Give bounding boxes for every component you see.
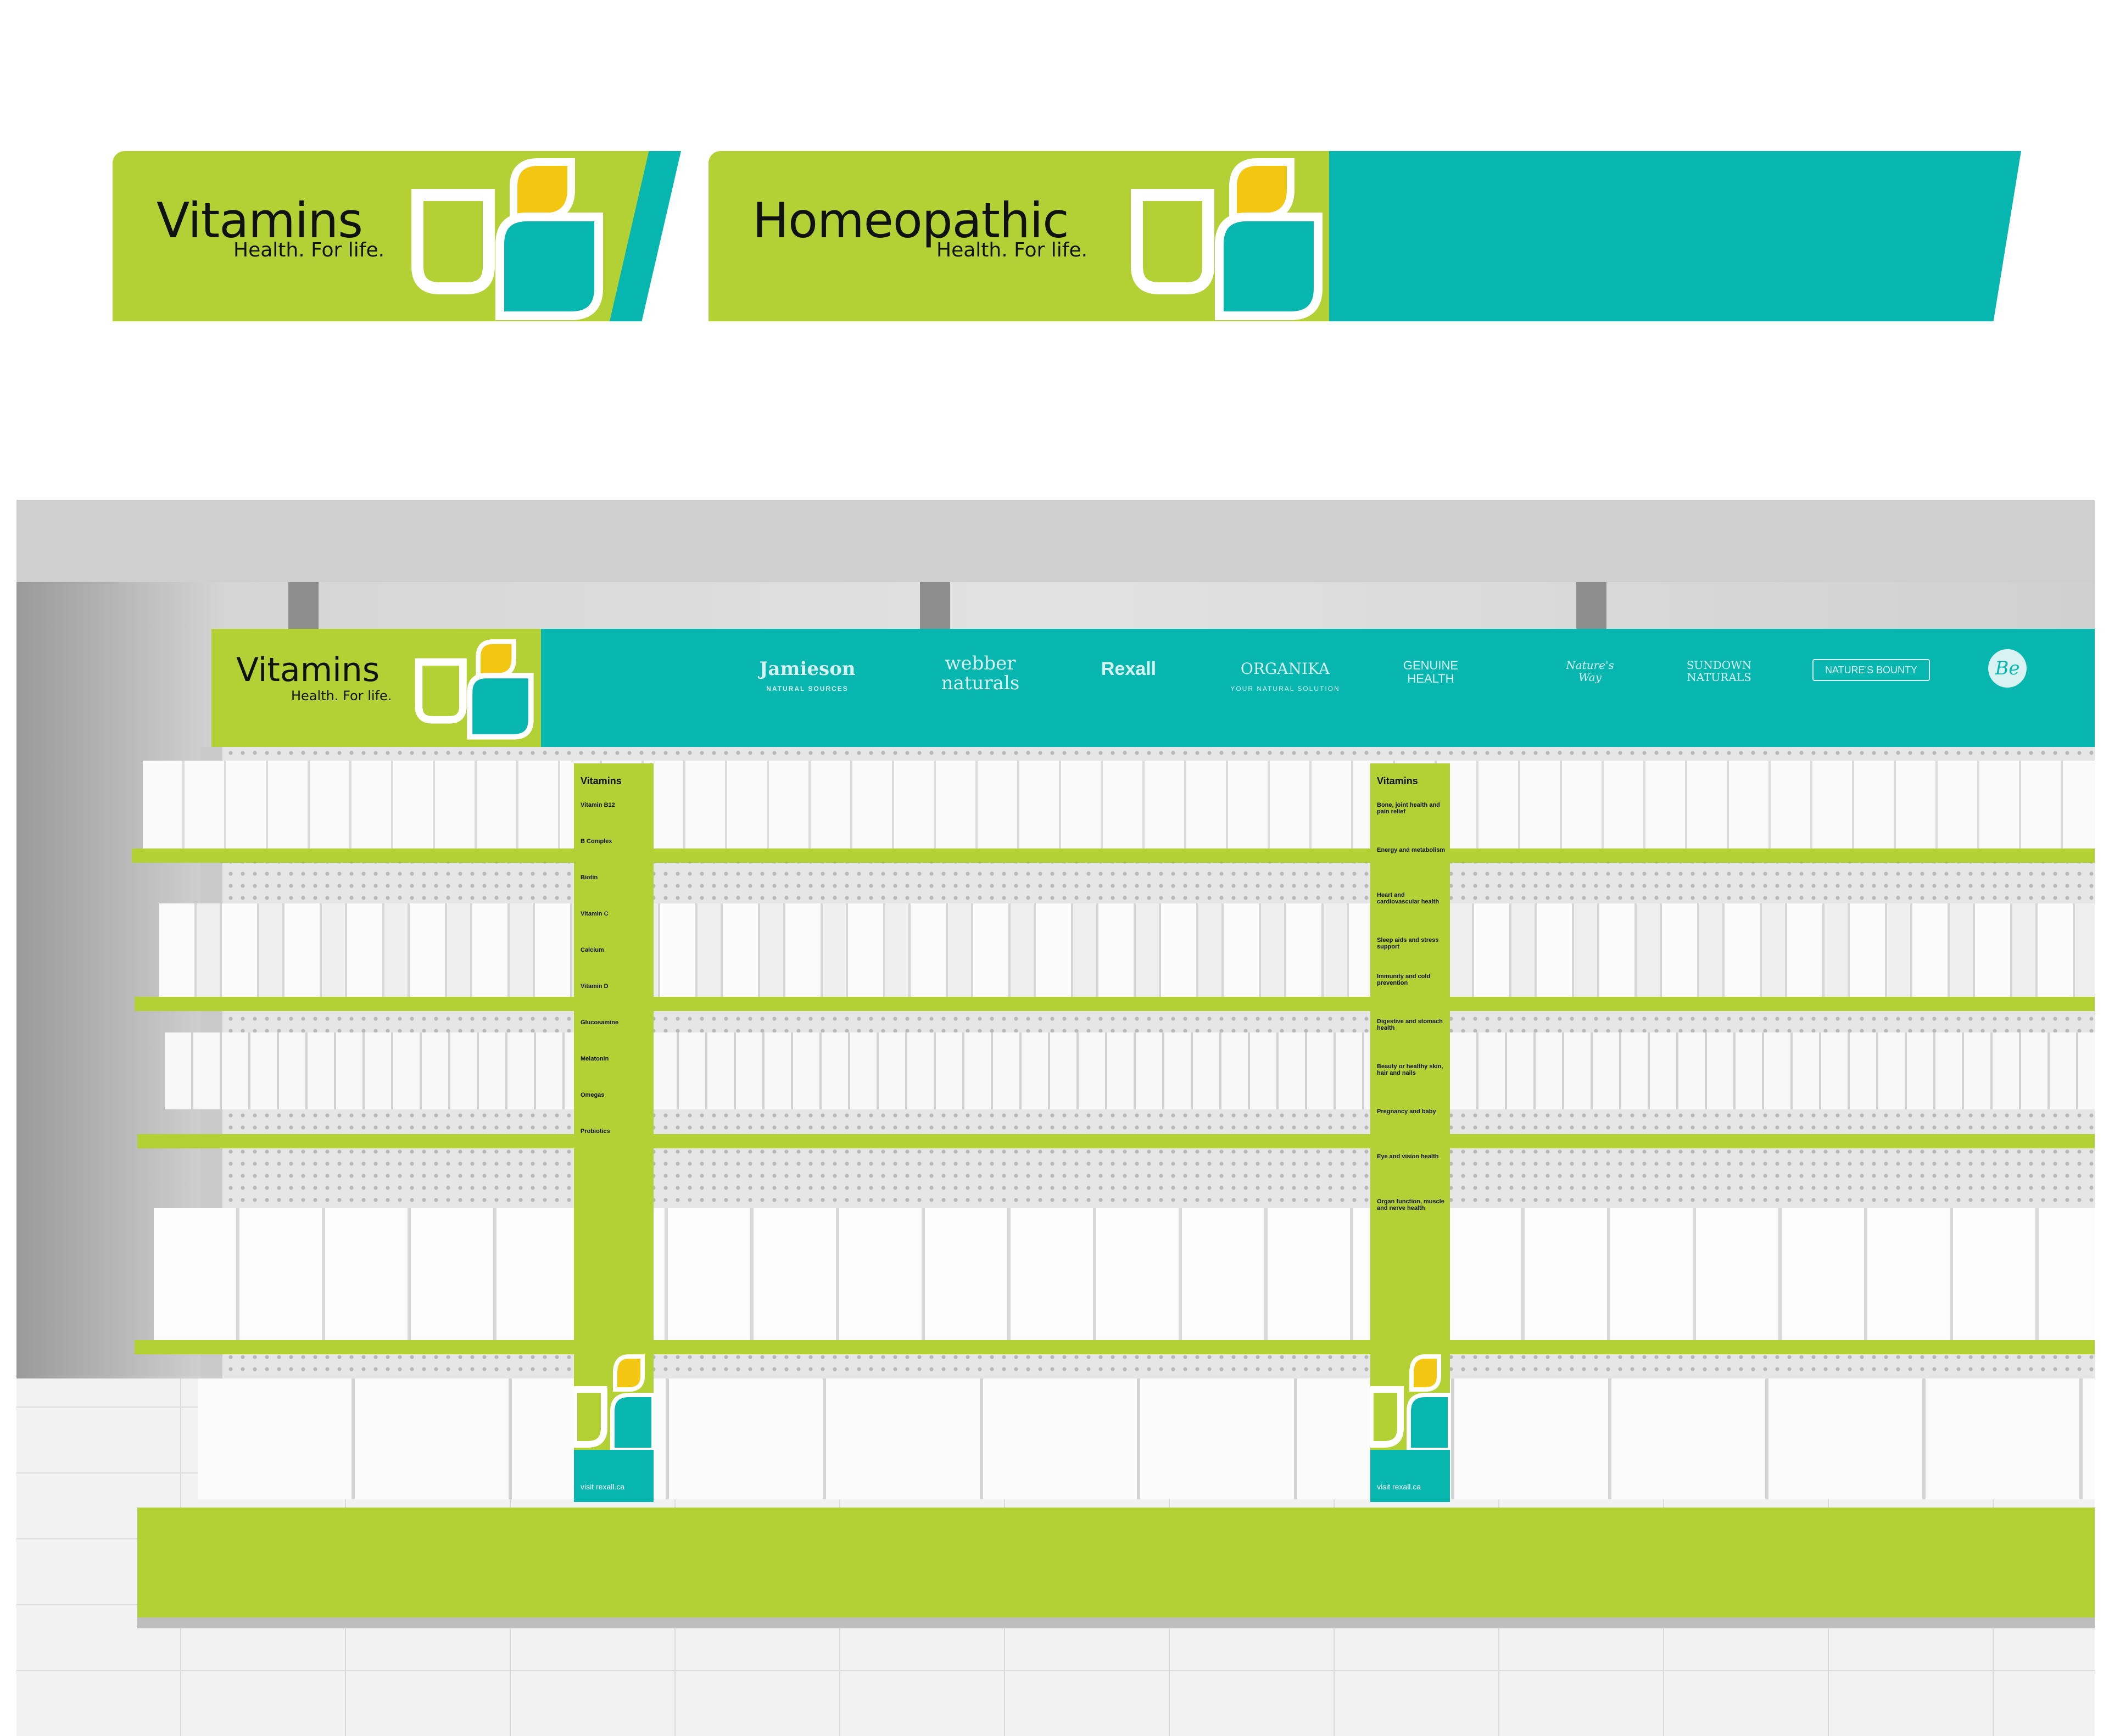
leaf-logo-icon <box>415 639 534 740</box>
header-teal-panel <box>541 629 2095 747</box>
strip-heading: Vitamins <box>1377 775 1418 786</box>
brand-logo: SUNDOWN NATURALS <box>1686 658 1752 684</box>
strip-item: Vitamin C <box>581 911 609 917</box>
homeopathic-sign: Homeopathic Health. For life. <box>708 151 2021 321</box>
ceiling <box>16 500 2095 582</box>
strip-item: Heart and cardiovascular health <box>1377 892 1440 905</box>
base-shadow <box>137 1617 2095 1628</box>
strip-item: Pregnancy and baby <box>1377 1108 1436 1115</box>
product-row <box>198 1378 2095 1499</box>
strip-footer: visit rexall.ca <box>574 1450 654 1502</box>
strip-item: Biotin <box>581 874 598 881</box>
strip-footer: visit rexall.ca <box>1370 1450 1450 1502</box>
strip-item: Vitamin B12 <box>581 802 615 808</box>
sign-tagline: Health. For life. <box>233 239 385 261</box>
leaf-logo-icon <box>1370 1354 1450 1450</box>
strip-item: Sleep aids and stress support <box>1377 937 1439 950</box>
shelf-header-sign: Vitamins Health. For life. <box>211 629 2095 747</box>
brand-logo: Nature's Way <box>1566 658 1614 684</box>
sign-title: Homeopathic <box>752 192 1069 249</box>
strip-item: Probiotics <box>581 1128 610 1135</box>
strip-item: B Complex <box>581 838 612 845</box>
strip-item: Bone, joint health and pain relief <box>1377 802 1440 815</box>
strip-item: Organ function, muscle and nerve health <box>1377 1198 1444 1212</box>
brand-logo: GENUINE HEALTH <box>1403 658 1459 685</box>
strip-item-list: Vitamin B12 B Complex Biotin Vitamin C C… <box>581 802 649 1164</box>
sign-title: Vitamins <box>157 192 363 249</box>
vitamins-sign: Vitamins Health. For life. <box>113 151 681 321</box>
brand-logo: NATURE'S BOUNTY <box>1812 659 1930 681</box>
hanger-post <box>288 582 319 632</box>
sign-teal-panel <box>1329 151 2021 321</box>
strip-item: Glucosamine <box>581 1019 619 1026</box>
hanger-post <box>1576 582 1606 632</box>
strip-item: Calcium <box>581 947 604 953</box>
strip-item: Immunity and cold prevention <box>1377 973 1431 986</box>
strip-item: Eye and vision health <box>1377 1153 1439 1160</box>
product-row <box>159 903 2095 997</box>
leaf-logo-icon <box>411 158 603 320</box>
shelf-edge <box>135 1340 2095 1354</box>
base-kick-plate <box>137 1508 2095 1617</box>
strip-item: Melatonin <box>581 1056 609 1062</box>
product-row <box>154 1208 2095 1340</box>
brand-logo: Rexall <box>1101 658 1157 679</box>
strip-item: Energy and metabolism <box>1377 847 1446 853</box>
shelf-edge <box>135 997 2095 1011</box>
leaf-logo-icon <box>574 1354 654 1450</box>
shelf-edge <box>132 849 2095 863</box>
brand-logo: Be <box>1988 649 2027 688</box>
product-row <box>143 761 2095 849</box>
category-strip-left: Vitamins Vitamin B12 B Complex Biotin Vi… <box>574 763 654 1502</box>
sign-tagline: Health. For life. <box>936 239 1088 261</box>
strip-item-list: Bone, joint health and pain relief Energ… <box>1377 802 1446 1243</box>
brand-logo: webber naturals <box>941 652 1020 694</box>
header-tagline: Health. For life. <box>291 688 392 704</box>
hanger-post <box>920 582 950 632</box>
product-row <box>165 1032 2095 1109</box>
leaf-logo-icon <box>1131 158 1323 320</box>
strip-item: Vitamin D <box>581 983 609 990</box>
strip-heading: Vitamins <box>581 775 622 786</box>
strip-item: Omegas <box>581 1092 605 1098</box>
category-strip-right: Vitamins Bone, joint health and pain rel… <box>1370 763 1450 1502</box>
shelf-edge <box>137 1134 2095 1148</box>
header-title: Vitamins <box>236 651 380 689</box>
strip-item: Beauty or healthy skin, hair and nails <box>1377 1063 1443 1076</box>
strip-item: Digestive and stomach health <box>1377 1018 1443 1031</box>
